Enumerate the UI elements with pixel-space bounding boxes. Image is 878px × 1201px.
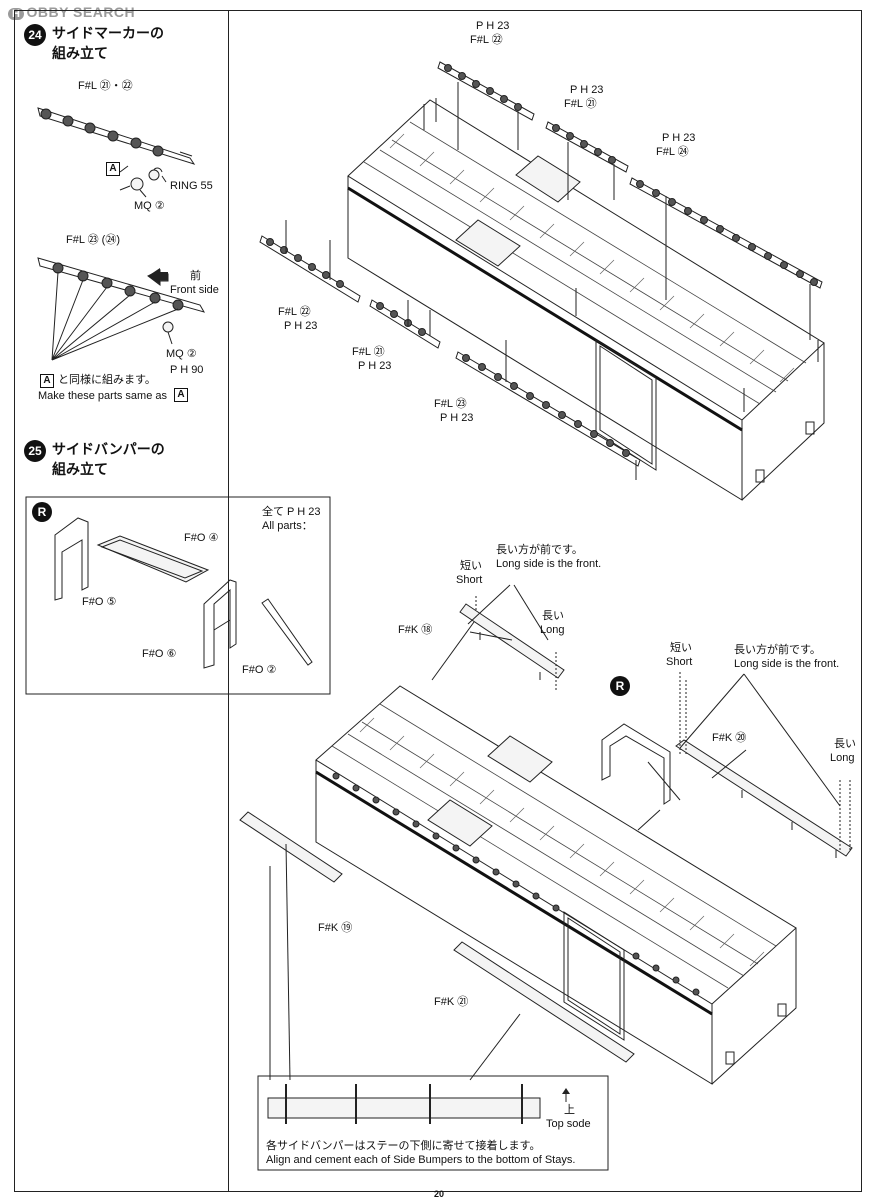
bumper-detail-box xyxy=(257,1075,609,1171)
label-ph23-a: P H 23 xyxy=(476,20,510,32)
label-fl-21-22: F#L ㉑・㉒ xyxy=(78,80,133,92)
long-side-jp-1: 長い方が前です。 xyxy=(496,544,583,556)
label-front-en: Front side xyxy=(170,284,219,296)
label-fo-5: F#O ⑤ xyxy=(82,596,117,608)
label-mq-2-lower: MQ ② xyxy=(166,348,197,360)
short-jp-2: 短い xyxy=(670,642,692,654)
step25-inset-box xyxy=(25,496,331,695)
side-bumpers xyxy=(239,584,853,1081)
same-as-a-box-2: A xyxy=(174,388,188,402)
label-fk19: F#K ⑲ xyxy=(318,922,353,934)
label-ph23-c: P H 23 xyxy=(662,132,696,144)
bottom-r-badge: R xyxy=(610,676,630,696)
long-side-en-1: Long side is the front. xyxy=(496,558,602,570)
top-side-jp: 上 xyxy=(564,1104,575,1116)
bumper-stay-parts xyxy=(54,517,313,669)
step-25-title-line2: 組み立て xyxy=(52,461,108,477)
all-parts-en: All parts： xyxy=(262,520,313,532)
label-ring-55: RING 55 xyxy=(170,180,213,192)
step-25-badge: 25 xyxy=(24,440,46,462)
front-arrow xyxy=(148,268,168,284)
long-side-jp-2: 長い方が前です。 xyxy=(734,644,821,656)
long-en-1: Long xyxy=(540,624,565,636)
left-panel-frame xyxy=(14,10,229,1192)
inset-r-badge: R xyxy=(32,502,52,522)
all-parts-jp: 全て P H 23 xyxy=(262,506,321,518)
label-fl22-b: F#L ㉒ xyxy=(278,306,311,318)
label-fl21-a: F#L ㉑ xyxy=(564,98,597,110)
logo-text: OBBY SEARCH xyxy=(26,4,136,20)
right-panel-frame xyxy=(228,10,862,1192)
label-ph23-e: P H 23 xyxy=(358,360,392,372)
label-mq-2-upper: MQ ② xyxy=(134,200,165,212)
long-en-2: Long xyxy=(830,752,855,764)
label-fk20: F#K ⑳ xyxy=(712,732,747,744)
short-jp-1: 短い xyxy=(460,560,482,572)
label-ph23-f: P H 23 xyxy=(440,412,474,424)
label-ph23-d: P H 23 xyxy=(284,320,318,332)
long-jp-1: 長い xyxy=(542,610,564,622)
long-side-en-2: Long side is the front. xyxy=(734,658,840,670)
side-marker-strip-lower xyxy=(37,257,206,361)
car-body-bottom xyxy=(315,685,797,1085)
label-fo-6: F#O ⑥ xyxy=(142,648,177,660)
label-front-jp: 前 xyxy=(190,270,201,282)
step-24-title-line2: 組み立て xyxy=(52,45,108,61)
logo-badge: H xyxy=(8,8,25,20)
same-as-a-box: A xyxy=(40,374,54,388)
short-en-1: Short xyxy=(456,574,483,586)
step-25-title-line1: サイドバンパーの xyxy=(52,441,165,457)
label-fo-4: F#O ④ xyxy=(184,532,219,544)
label-fl21-b: F#L ㉑ xyxy=(352,346,385,358)
label-fl-23-24: F#L ㉓ (㉔) xyxy=(66,234,120,246)
label-fl24: F#L ㉔ xyxy=(656,146,689,158)
page-number: 20 xyxy=(434,1189,445,1199)
marker-strips-top-main xyxy=(259,61,823,480)
short-en-2: Short xyxy=(666,656,693,668)
step-24-title-line1: サイドマーカーの xyxy=(52,25,164,41)
callout-a-box: A xyxy=(106,162,120,176)
label-fl22-a: F#L ㉒ xyxy=(470,34,503,46)
bumper-note-jp: 各サイドバンパーはステーの下側に寄せて接着します。 xyxy=(266,1140,541,1152)
long-jp-2: 長い xyxy=(834,738,856,750)
bumper-detail-drawing xyxy=(267,1084,570,1124)
label-ph-90: P H 90 xyxy=(170,364,204,376)
label-fo-2: F#O ② xyxy=(242,664,277,676)
same-as-text-jp: と同様に組みます。 xyxy=(58,374,156,386)
same-as-text-en: Make these parts same as xyxy=(38,390,168,402)
label-ph23-b: P H 23 xyxy=(570,84,604,96)
label-fk21: F#K ㉑ xyxy=(434,996,469,1008)
bumper-note-en: Align and cement each of Side Bumpers to… xyxy=(266,1154,576,1166)
step-24-badge: 24 xyxy=(24,24,46,46)
car-body-top xyxy=(347,98,825,501)
label-fl23: F#L ㉓ xyxy=(434,398,467,410)
top-side-en: Top sode xyxy=(546,1118,591,1130)
label-fk18: F#K ⑱ xyxy=(398,624,433,636)
side-marker-strip-upper xyxy=(37,107,196,198)
